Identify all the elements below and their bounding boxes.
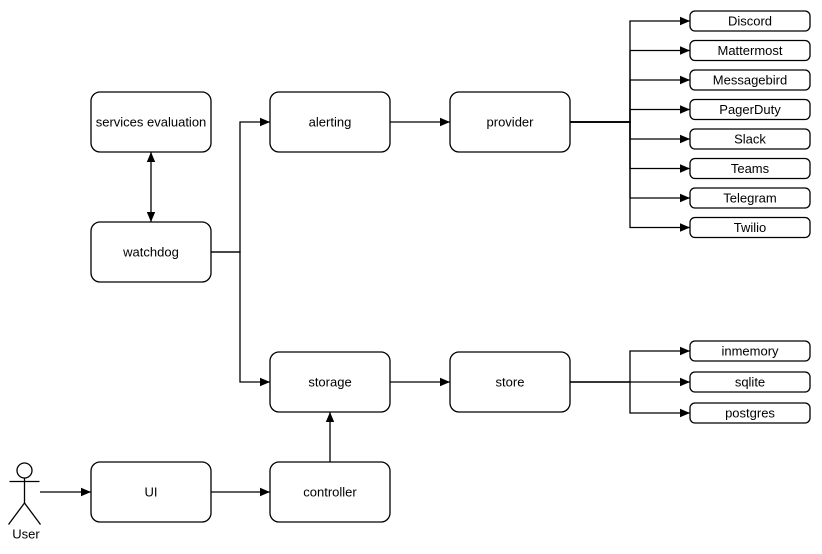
node-teams-label: Teams: [731, 161, 770, 176]
user-actor: User: [7, 462, 42, 542]
node-provider: provider: [449, 91, 571, 153]
edge-store-postgres: [570, 381, 690, 418]
node-watchdog-label: watchdog: [122, 245, 179, 260]
node-provider-label: provider: [487, 115, 535, 130]
node-store-box: [449, 351, 571, 413]
node-services-evaluation-box: [90, 91, 212, 153]
edge-watchdog-alerting: [211, 117, 270, 253]
user-actor-leg-right: [23, 502, 42, 525]
node-messagebird-label: Messagebird: [713, 73, 787, 88]
node-ui-label: UI: [145, 485, 158, 500]
node-mattermost: Mattermost: [689, 39, 811, 62]
node-discord-label: Discord: [728, 14, 772, 29]
node-slack-label: Slack: [734, 132, 766, 147]
node-inmemory: inmemory: [689, 340, 811, 362]
node-services-evaluation-label: services evaluation: [96, 115, 207, 130]
node-storage: storage: [269, 351, 391, 413]
node-messagebird-box: [689, 69, 811, 91]
node-twilio-label: Twilio: [734, 220, 767, 235]
node-teams-box: [689, 157, 811, 180]
node-sqlite-label: sqlite: [735, 375, 765, 390]
edge-watchdog-storage: [211, 251, 270, 387]
node-provider-box: [449, 91, 571, 153]
node-sqlite-box: [689, 371, 811, 393]
node-postgres-box: [689, 402, 811, 424]
node-ui: UI: [90, 461, 212, 523]
node-storage-box: [269, 351, 391, 413]
node-sqlite: sqlite: [689, 371, 811, 393]
node-teams: Teams: [689, 157, 811, 180]
node-slack-box: [689, 128, 811, 150]
node-discord-box: [689, 10, 811, 32]
node-alerting-label: alerting: [309, 115, 352, 130]
node-store: store: [449, 351, 571, 413]
edge-provider-twilio: [570, 121, 690, 232]
node-telegram: Telegram: [689, 187, 811, 209]
node-discord: Discord: [689, 10, 811, 32]
node-telegram-box: [689, 187, 811, 209]
node-controller-box: [269, 461, 391, 523]
node-inmemory-label: inmemory: [721, 344, 779, 359]
node-ui-box: [90, 461, 212, 523]
node-postgres: postgres: [689, 402, 811, 424]
node-slack: Slack: [689, 128, 811, 150]
node-store-label: store: [496, 375, 525, 390]
user-actor-label: User: [12, 527, 40, 542]
edge-store-inmemory: [570, 346, 690, 383]
node-alerting: alerting: [269, 91, 391, 153]
node-inmemory-box: [689, 340, 811, 362]
node-postgres-label: postgres: [725, 406, 775, 421]
user-actor-leg-left: [7, 502, 26, 525]
node-twilio: Twilio: [689, 216, 811, 239]
node-telegram-label: Telegram: [723, 191, 776, 206]
node-storage-label: storage: [308, 375, 351, 390]
node-messagebird: Messagebird: [689, 69, 811, 91]
node-pagerduty: PagerDuty: [689, 98, 811, 121]
node-mattermost-box: [689, 39, 811, 62]
node-watchdog-box: [90, 221, 212, 283]
node-pagerduty-box: [689, 98, 811, 121]
node-services-evaluation: services evaluation: [90, 91, 212, 153]
node-watchdog: watchdog: [90, 221, 212, 283]
node-controller: controller: [269, 461, 391, 523]
node-mattermost-label: Mattermost: [717, 43, 782, 58]
edge-provider-pagerduty: [570, 105, 690, 123]
node-pagerduty-label: PagerDuty: [719, 102, 781, 117]
node-twilio-box: [689, 216, 811, 239]
user-actor-head: [16, 462, 33, 479]
node-alerting-box: [269, 91, 391, 153]
node-controller-label: controller: [303, 485, 357, 500]
